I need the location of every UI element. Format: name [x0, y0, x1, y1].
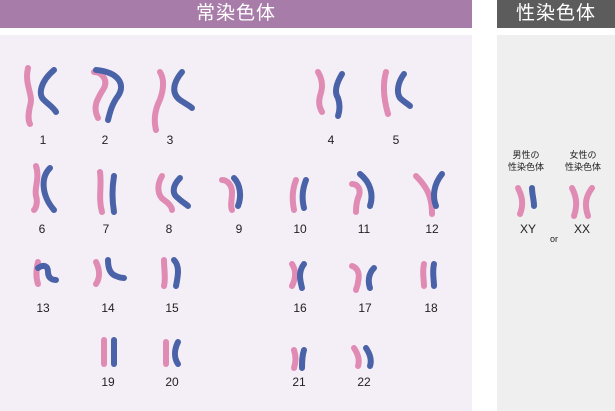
chromosome-pair-8: [155, 173, 191, 213]
sex-chromosome-header: 性染色体: [497, 0, 615, 28]
female-caption-line1: 女性の: [569, 149, 596, 161]
chromosome-pair-5: [380, 69, 413, 117]
pair-label-3: 3: [167, 133, 174, 147]
chromosome-pair-4: [315, 69, 345, 119]
pair-label-19: 19: [101, 375, 115, 389]
chromosome-pair-16: [289, 261, 307, 291]
chromosome-pair-7: [97, 169, 117, 215]
autosome-panel: [0, 35, 472, 411]
chromosome-pair-6: [31, 163, 57, 213]
sex-chromosome-panel: [497, 35, 615, 411]
pair-label-8: 8: [166, 222, 173, 236]
chromosome-pair-12: [413, 171, 445, 217]
pair-label-21: 21: [292, 375, 306, 389]
chromosome-pair-13: [33, 259, 59, 287]
chromosome-pair-15: [161, 257, 181, 289]
pair-label-12: 12: [425, 222, 439, 236]
pair-label-6: 6: [39, 222, 46, 236]
pair-label-14: 14: [101, 301, 115, 315]
male-xy-chromosomes: [515, 185, 537, 217]
pair-label-17: 17: [358, 301, 372, 315]
chromosome-pair-2: [91, 67, 124, 123]
chromosome-pair-20: [163, 339, 181, 367]
chromosome-pair-21: [291, 347, 307, 371]
pair-label-4: 4: [328, 133, 335, 147]
male-xy-label: XY: [520, 222, 536, 236]
pair-label-20: 20: [165, 375, 179, 389]
chromosome-pair-17: [349, 263, 377, 293]
chromosome-pair-19: [100, 337, 117, 367]
autosome-header: 常染色体: [0, 0, 472, 28]
pair-label-15: 15: [165, 301, 179, 315]
male-caption-line2: 性染色体: [508, 161, 544, 173]
pair-label-13: 13: [36, 301, 50, 315]
female-caption-line2: 性染色体: [565, 161, 601, 173]
chromosome-pair-14: [93, 257, 127, 287]
chromosome-pair-18: [420, 261, 437, 289]
pair-label-7: 7: [103, 222, 110, 236]
female-xx-label: XX: [574, 222, 590, 236]
chromosome-pair-3: [151, 69, 195, 133]
chromosome-pair-22: [351, 345, 374, 369]
or-text: or: [550, 234, 558, 244]
pair-label-11: 11: [358, 222, 371, 236]
pair-label-10: 10: [293, 222, 307, 236]
pair-label-5: 5: [393, 133, 400, 147]
pair-label-9: 9: [236, 222, 243, 236]
pair-label-18: 18: [424, 301, 438, 315]
male-caption-line1: 男性の: [512, 149, 539, 161]
chromosome-pair-11: [349, 171, 375, 215]
female-xx-chromosomes: [569, 185, 595, 219]
chromosome-pair-9: [219, 175, 244, 213]
pair-label-2: 2: [102, 133, 109, 147]
pair-label-22: 22: [357, 375, 371, 389]
pair-label-1: 1: [40, 133, 47, 147]
pair-label-16: 16: [293, 301, 307, 315]
chromosome-pair-10: [289, 177, 309, 213]
chromosome-pair-1: [24, 65, 59, 127]
